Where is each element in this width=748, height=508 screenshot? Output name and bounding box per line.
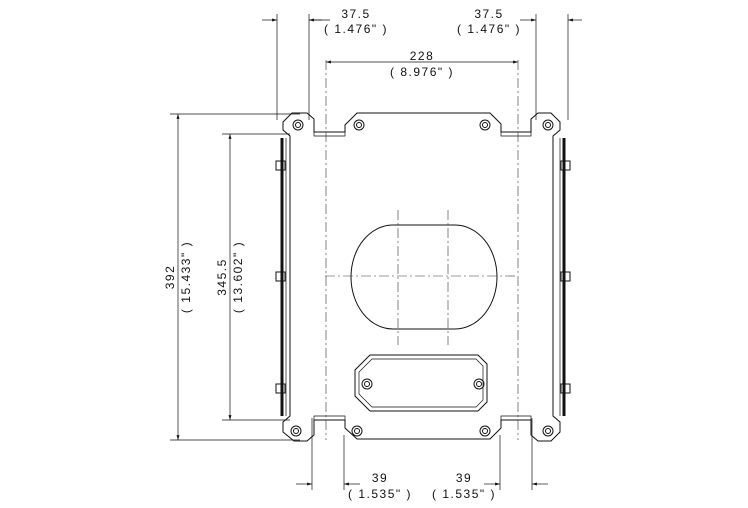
bottom-left-offset-value: 39	[372, 471, 388, 485]
oval-cutout	[350, 224, 498, 330]
cover-hole-left-inner	[364, 381, 370, 387]
rail-clips	[275, 160, 571, 394]
clip-left-top	[275, 160, 286, 171]
hole-tr2-outer	[479, 119, 491, 131]
hole-br2-outer	[479, 425, 491, 437]
clip-right-bottom	[560, 383, 571, 394]
centerlines	[325, 60, 519, 440]
extension-lines	[170, 14, 569, 490]
hole-bl-inner	[293, 428, 299, 434]
hole-tl2-outer	[353, 119, 365, 131]
hole-tr2-inner	[482, 122, 488, 128]
hole-tl-outer	[292, 119, 304, 131]
clip-left-mid	[275, 271, 286, 282]
hole-bl-outer	[290, 425, 302, 437]
top-right-fold	[500, 132, 532, 137]
hole-bl2-inner	[354, 428, 360, 434]
hole-spacing-width-imperial: ( 8.976" )	[390, 65, 454, 79]
hole-tl2-inner	[356, 122, 362, 128]
top-left-offset-imperial: ( 1.476" )	[324, 22, 388, 36]
bottom-right-offset-imperial: ( 1.535" )	[432, 487, 496, 501]
hole-spacing-width-value: 228	[410, 49, 435, 63]
bottom-left-offset-imperial: ( 1.535" )	[348, 487, 412, 501]
hole-tr-inner	[545, 122, 551, 128]
bottom-right-fold	[500, 415, 532, 420]
cover-hole-left-outer	[361, 378, 373, 390]
dimension-lines	[176, 18, 582, 486]
mounting-plate	[275, 112, 571, 442]
hole-bl2-outer	[351, 425, 363, 437]
hole-tl-inner	[295, 122, 301, 128]
hole-br-inner	[545, 428, 551, 434]
mounting-holes	[290, 119, 554, 437]
hole-spacing-height-value: 345.5	[215, 258, 229, 296]
top-right-offset-imperial: ( 1.476" )	[457, 22, 521, 36]
hole-tr-outer	[542, 119, 554, 131]
clip-right-top	[560, 160, 571, 171]
clip-right-mid	[560, 271, 571, 282]
cover-hole-right-inner	[476, 381, 482, 387]
top-right-offset-value: 37.5	[474, 7, 503, 21]
top-left-offset-value: 37.5	[341, 7, 370, 21]
dimension-labels: 37.5 ( 1.476" ) 37.5 ( 1.476" ) 228 ( 8.…	[163, 7, 521, 501]
hole-br-outer	[542, 425, 554, 437]
overall-height-value: 392	[163, 265, 177, 290]
plate-outline	[282, 112, 561, 442]
hole-br2-inner	[482, 428, 488, 434]
cover-plate-inner	[358, 358, 484, 408]
cover-plate	[354, 354, 488, 412]
clip-left-bottom	[275, 383, 286, 394]
bottom-right-offset-value: 39	[456, 471, 472, 485]
cover-hole-right-outer	[473, 378, 485, 390]
overall-height-imperial: ( 15.433" )	[179, 241, 193, 313]
hole-spacing-height-imperial: ( 13.602" )	[231, 241, 245, 313]
bottom-left-fold	[313, 415, 346, 420]
top-left-fold	[313, 132, 346, 137]
